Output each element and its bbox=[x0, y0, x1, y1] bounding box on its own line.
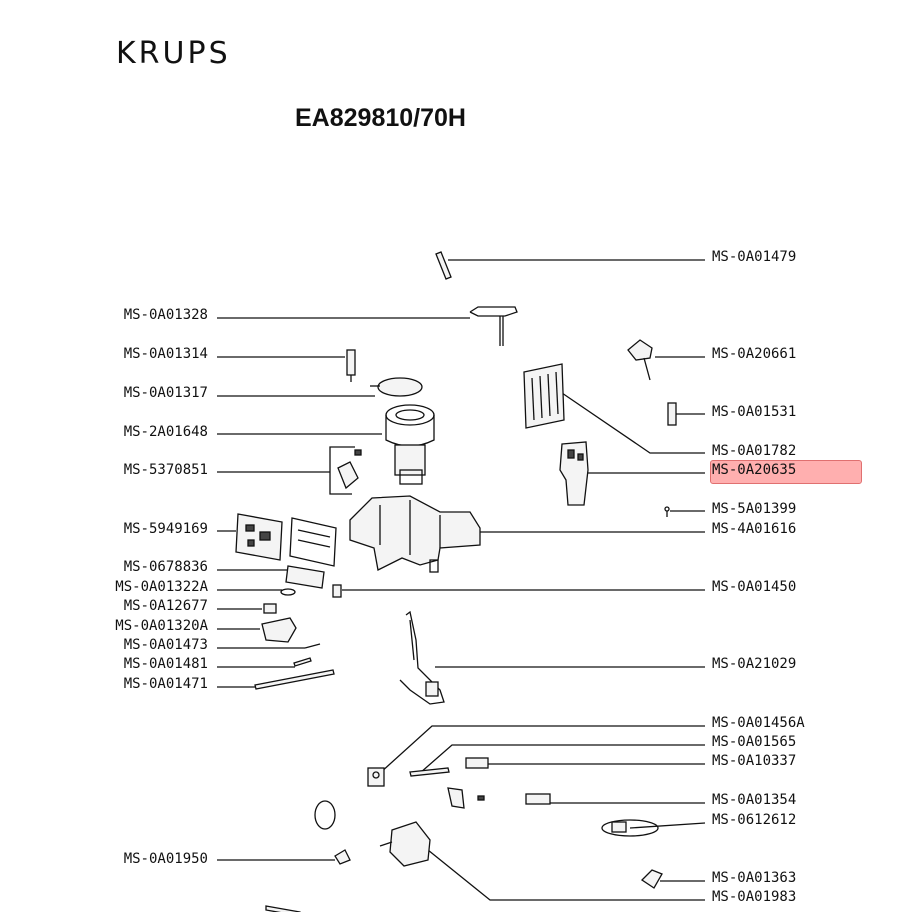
part-label: MS-2A01648 bbox=[123, 424, 208, 440]
part-label: MS-4A01616 bbox=[712, 521, 797, 537]
part-label: MS-5A01399 bbox=[712, 501, 797, 517]
part-label: MS-0A01983 bbox=[712, 889, 797, 905]
part-label: MS-0A01322A bbox=[115, 579, 208, 595]
part-label: MS-0A01456A bbox=[712, 715, 805, 731]
part-label: MS-0A01471 bbox=[123, 676, 208, 692]
highlighted-part-marker bbox=[710, 460, 862, 484]
part-label: MS-0A01565 bbox=[712, 734, 797, 750]
part-label: MS-0A01473 bbox=[123, 637, 208, 653]
part-label: MS-0612612 bbox=[712, 812, 797, 828]
part-label: MS-0A01363 bbox=[712, 870, 797, 886]
part-label: MS-0A01354 bbox=[712, 792, 797, 808]
part-label-highlighted: MS-0A20635 bbox=[712, 462, 797, 478]
part-label: MS-0A01782 bbox=[712, 443, 797, 459]
part-label: MS-5949169 bbox=[123, 521, 208, 537]
part-label: MS-0A01481 bbox=[123, 656, 208, 672]
part-label: MS-5370851 bbox=[123, 462, 208, 478]
part-label: MS-0A01950 bbox=[123, 851, 208, 867]
part-label: MS-0A01314 bbox=[123, 346, 208, 362]
part-label: MS-0A01450 bbox=[712, 579, 797, 595]
model-number: EA829810/70H bbox=[295, 104, 466, 132]
part-label: MS-0A01479 bbox=[712, 249, 797, 265]
part-label: MS-0A12677 bbox=[123, 598, 208, 614]
part-label: MS-0A01317 bbox=[123, 385, 208, 401]
part-sketches bbox=[235, 251, 677, 912]
part-label: MS-0678836 bbox=[123, 559, 208, 575]
part-label: MS-0A01320A bbox=[115, 618, 208, 634]
part-label: MS-0A10337 bbox=[712, 753, 797, 769]
brand-logo: KRUPS bbox=[116, 36, 231, 71]
part-label: MS-0A01531 bbox=[712, 404, 797, 420]
part-label: MS-0A01328 bbox=[123, 307, 208, 323]
part-label: MS-0A20661 bbox=[712, 346, 797, 362]
part-label: MS-0A21029 bbox=[712, 656, 797, 672]
